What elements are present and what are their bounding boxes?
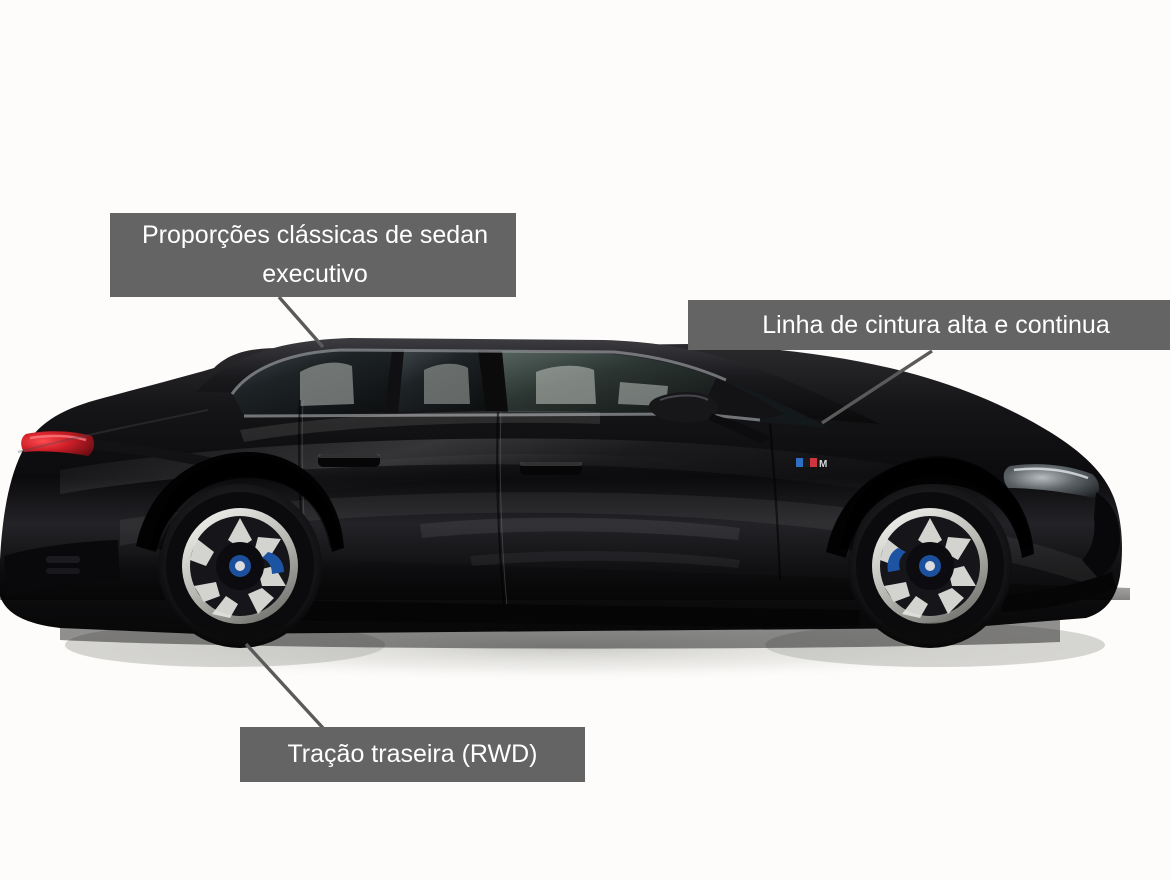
door-handles: [318, 454, 582, 475]
trunk-edge: [17, 409, 209, 453]
callout-proportions-text: Proporções clássicas de sedan executivo: [141, 221, 489, 288]
callout-rwd: Tração traseira (RWD): [240, 727, 585, 782]
tail-light: [21, 431, 230, 472]
a-pillar: [702, 378, 784, 420]
front-wheel: [826, 458, 1034, 648]
b-pillar: [384, 350, 404, 414]
callout-proportions: Proporções clássicas de sedan executivo: [110, 213, 516, 297]
rear-rim-spokes: [190, 518, 286, 618]
interior-hints: [300, 362, 668, 406]
window-surround-chrome: [230, 348, 727, 395]
callout-beltline: Linha de cintura alta e continua: [688, 300, 1170, 350]
wheel-arch-shadows: [150, 456, 1032, 550]
front-brake-caliper: [887, 548, 906, 572]
rear-vents: [46, 556, 80, 574]
rear-brake-caliper: [262, 552, 284, 574]
front-splitter: [1000, 572, 1116, 612]
head-light: [1003, 464, 1100, 498]
callout-rwd-text: Tração traseira (RWD): [287, 740, 538, 768]
front-grille: [1082, 492, 1120, 578]
side-mirror: [648, 392, 772, 444]
svg-text:M: M: [819, 459, 827, 470]
callout-beltline-text: Linha de cintura alta e continua: [762, 311, 1110, 339]
m-badge: M: [796, 458, 827, 470]
under-car-shadow: [60, 616, 1060, 649]
front-rim-spokes: [880, 518, 976, 618]
side-skirt: [250, 600, 860, 628]
rear-wheel: [136, 452, 344, 648]
c-pillar: [478, 350, 508, 412]
